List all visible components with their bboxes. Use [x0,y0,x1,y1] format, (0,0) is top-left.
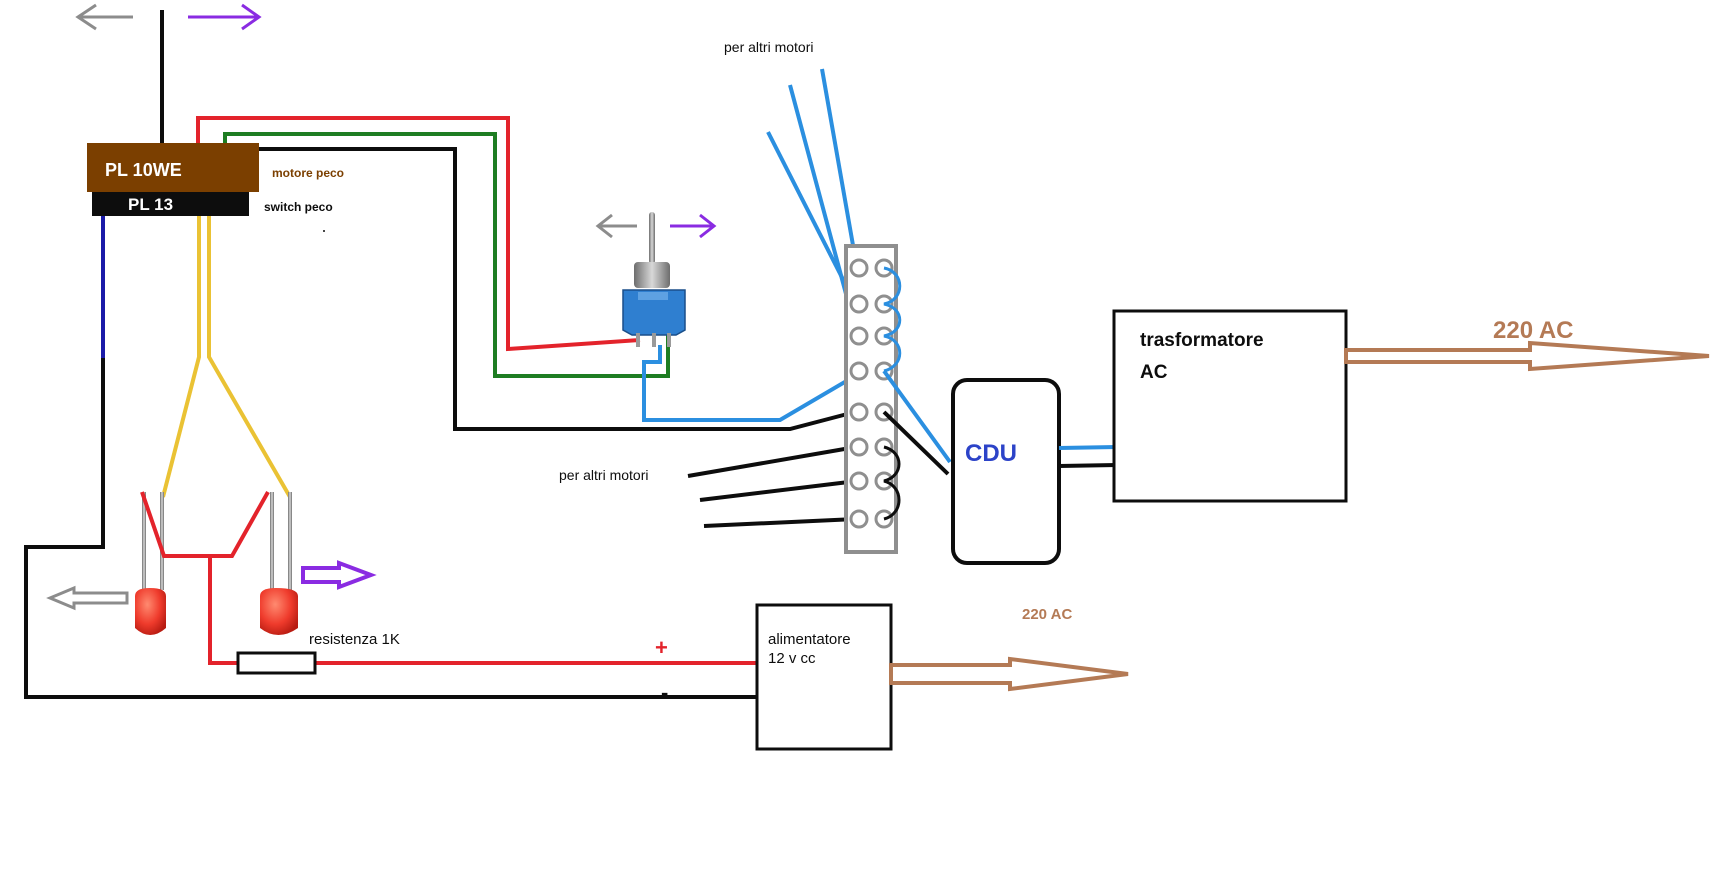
wire-red-to-resistor [208,556,238,665]
wire-blue-other-3 [820,68,859,269]
mains-arrow-top-icon [1344,340,1710,372]
terminal-jumper-black [883,445,901,521]
cdu-box [951,378,1061,565]
wire-yellow-led-right [207,216,292,499]
switch-pl13 [92,192,249,216]
motor-pl10we [87,143,259,192]
wire-blue-toggle-to-terminal [642,345,857,422]
wire-black-other-2 [699,479,858,502]
psu-label-line2: 12 v cc [768,650,816,667]
wire-blue-cdu-to-transformer [1058,445,1118,450]
other-motors-left-label: per altri motori [559,467,648,483]
power-supply-box [755,603,893,751]
toggle-arrow-right-purple-icon [670,213,717,239]
switch-label: PL 13 [128,195,173,214]
motor-label: PL 10WE [105,160,182,180]
mains-top-label: 220 AC [1493,317,1573,344]
wire-yellow-led-left [161,216,201,498]
wire-red-led-join [140,491,270,558]
resistor-label: resistenza 1K [309,631,400,648]
cdu-label: CDU [965,440,1017,467]
wire-black-terminal-to-cdu [882,410,950,476]
wire-black-return [24,358,757,699]
wire-black-other-1 [687,445,857,478]
wire-red-motor-to-toggle [196,116,641,352]
wire-green-motor-to-toggle [223,132,670,378]
led-arrow-left-gray-icon [46,585,129,611]
minus-sign: - [661,680,668,705]
switch-note: switch peco [264,200,333,214]
toggle-arrow-left-gray-icon [595,213,637,239]
wire-black-motor-common [250,147,856,431]
led-right [260,492,298,635]
psu-label-line1: alimentatore [768,631,851,648]
transformer-label-line1: trasformatore [1140,330,1264,351]
plus-sign: + [655,635,668,660]
led-arrow-right-purple-icon [301,560,377,590]
other-motors-top-label: per altri motori [724,39,813,55]
transformer-label-line2: AC [1140,362,1168,383]
direction-arrow-right-purple-icon [188,3,262,31]
wire-black-other-3 [703,517,857,528]
terminal-jumper-blue [883,266,902,373]
stray-dot [323,230,325,232]
terminal-screws [849,258,894,529]
resistor-1k [236,651,317,675]
mains-bottom-label: 220 AC [1022,606,1072,623]
direction-arrow-left-gray-icon [75,3,133,31]
terminal-block [844,244,898,554]
mains-arrow-bottom-icon [889,656,1129,692]
led-left [135,492,166,635]
motor-note: motore peco [272,166,344,180]
wire-black-cdu-to-transformer [1058,463,1118,468]
transformer-box [1112,309,1348,503]
toggle-switch [622,212,686,347]
wire-blue-terminal-to-cdu [882,369,952,464]
